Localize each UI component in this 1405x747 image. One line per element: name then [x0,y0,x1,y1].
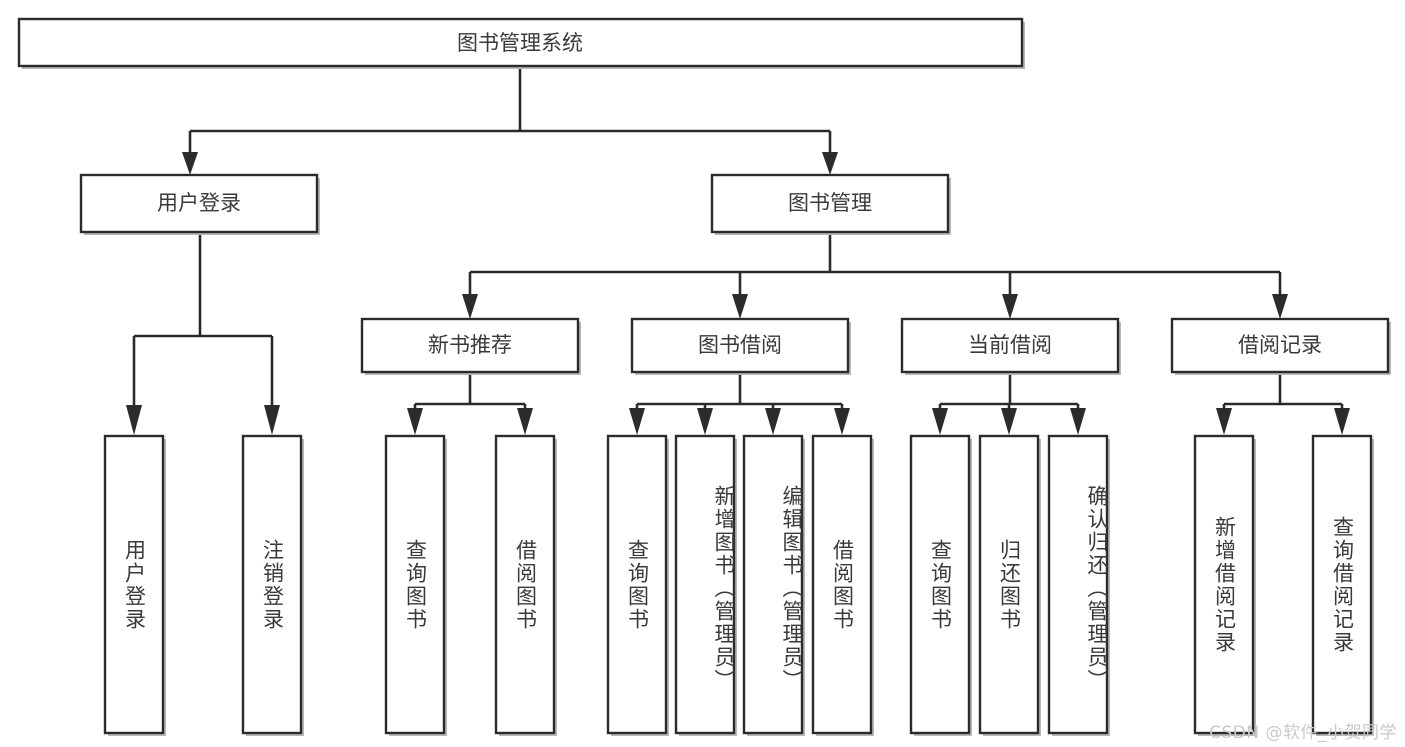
arrow-book-l2b [732,294,748,319]
node-book-management-label: 图书管理 [788,191,872,215]
node-borrow-record-label: 借阅记录 [1238,333,1322,357]
leaf-book-borrow-1-box [606,434,668,735]
node-borrow-record-box [1170,317,1390,374]
arrow-jieyue-leaf-1 [629,408,645,435]
node-current-borrow[interactable]: 当前借阅 [900,317,1121,375]
leaf-borrow-record-2-box [1311,434,1373,735]
node-book-borrow-label: 图书借阅 [698,333,782,357]
arrow-root-to-user [182,152,198,175]
leaf-new-book-2-box [494,434,556,735]
node-root-label: 图书管理系统 [457,31,583,55]
node-book-borrow[interactable]: 图书借阅 [630,317,851,375]
arrow-root-to-book [822,152,838,175]
leaf-current-borrow-1[interactable] [909,434,972,736]
arrow-dangqian-leaf-1 [932,408,948,435]
arrow-user-leaf-2 [264,405,280,435]
leaf-user-login-1[interactable] [103,434,166,736]
node-user-login-label: 用户登录 [157,191,241,215]
leaf-book-borrow-2[interactable] [674,434,737,736]
leaf-book-borrow-4-box [811,434,873,735]
leaf-current-borrow-3-box [1047,434,1109,735]
node-user-login[interactable]: 用户登录 [79,173,320,235]
connector-layer [126,67,1350,435]
leaf-borrow-record-2[interactable] [1311,434,1374,736]
leaf-book-borrow-2-box [674,434,736,735]
leaf-book-borrow-1[interactable] [606,434,669,736]
arrow-book-l2d [1272,294,1288,319]
arrow-jilu-leaf-2 [1334,408,1350,435]
leaf-user-login-1-box [103,434,165,735]
arrow-xinshu-leaf-1 [407,408,423,435]
leaf-borrow-record-1[interactable] [1193,434,1256,736]
arrow-dangqian-leaf-2 [1001,408,1017,435]
node-new-book-recommend-label: 新书推荐 [428,333,512,357]
watermark-text: CSDN @软件_小贺同学 [1209,723,1397,743]
leaf-book-borrow-3[interactable] [742,434,805,736]
leaf-current-borrow-3[interactable] [1047,434,1110,736]
node-book-management[interactable]: 图书管理 [710,173,951,235]
arrow-jilu-leaf-1 [1216,408,1232,435]
node-current-borrow-box [900,317,1120,374]
node-user-login-box [79,173,319,234]
arrow-xinshu-leaf-2 [517,408,533,435]
leaf-new-book-1-box [384,434,446,735]
leaf-user-login-2-box [241,434,303,735]
node-book-management-box [710,173,950,234]
arrow-jieyue-leaf-2 [697,408,713,435]
arrow-user-leaf-1 [126,405,142,435]
leaf-user-login-2[interactable] [241,434,304,736]
arrow-book-l2c [1002,294,1018,319]
arrow-jieyue-leaf-3 [765,408,781,435]
arrow-dangqian-leaf-3 [1070,408,1086,435]
node-current-borrow-label: 当前借阅 [968,333,1052,357]
node-new-book-recommend-box [360,317,580,374]
node-root-box [17,17,1024,68]
node-root[interactable]: 图书管理系统 [17,17,1025,69]
node-book-borrow-box [630,317,850,374]
arrow-jieyue-leaf-4 [834,408,850,435]
leaf-borrow-record-1-box [1193,434,1255,735]
leaf-new-book-1[interactable] [384,434,447,736]
leaf-current-borrow-2[interactable] [978,434,1041,736]
leaf-current-borrow-1-box [909,434,971,735]
leaf-current-borrow-2-box [978,434,1040,735]
node-new-book-recommend[interactable]: 新书推荐 [360,317,581,375]
arrow-book-l2a [462,294,478,319]
leaf-book-borrow-4[interactable] [811,434,874,736]
node-borrow-record[interactable]: 借阅记录 [1170,317,1391,375]
leaf-book-borrow-3-box [742,434,804,735]
leaf-new-book-2[interactable] [494,434,557,736]
